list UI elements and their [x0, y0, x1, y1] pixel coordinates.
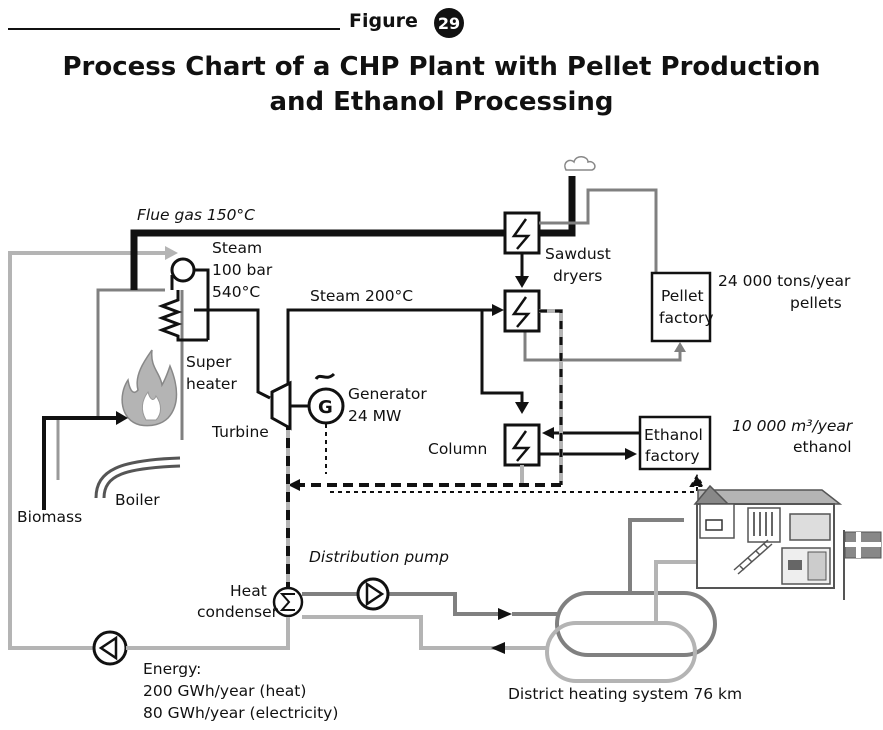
district-heating-label: District heating system 76 km: [508, 685, 742, 703]
turbine-icon: [270, 380, 308, 431]
ethanol-factory-box: [638, 415, 712, 471]
dryer-transfer-arrow: [515, 253, 529, 288]
boiler-label: Boiler: [115, 491, 160, 509]
heat-condenser-label-1: Heat: [230, 582, 267, 600]
column-heat-exchanger: [503, 423, 541, 467]
header-rule: [8, 28, 340, 30]
flame-icon: [121, 349, 178, 427]
distribution-pump-icon: [356, 577, 390, 611]
boiler-drum: [170, 257, 210, 340]
ac-wave-icon: [314, 372, 336, 380]
biomass-label: Biomass: [17, 508, 82, 526]
sawdust-dryers-label-1: Sawdust: [545, 245, 611, 263]
generator-label-2: 24 MW: [348, 407, 401, 425]
condensate-main-line: [286, 420, 561, 592]
generator-icon: G: [307, 372, 345, 425]
electricity-line: [325, 424, 705, 493]
steam-200-label: Steam 200°C: [310, 287, 413, 305]
supply-line: [302, 592, 557, 620]
sawdust-dryers-label-2: dryers: [553, 267, 602, 285]
return-to-condenser-line: [126, 617, 290, 650]
energy-label-3: 80 GWh/year (electricity): [143, 704, 338, 722]
ethanol-flow-lines: [539, 427, 640, 460]
steam-label-3: 540°C: [212, 283, 260, 301]
page-title: Process Chart of a CHP Plant with Pellet…: [0, 50, 883, 120]
return-pump-icon: [92, 630, 128, 666]
boiler-grate: [94, 456, 181, 499]
steam-label-2: 100 bar: [212, 261, 273, 279]
turbine-label: Turbine: [211, 423, 269, 441]
condensate-return-lines: [520, 309, 563, 485]
sawdust-dryer-upper: [503, 211, 541, 255]
steam-label-1: Steam: [212, 239, 262, 257]
energy-label-2: 200 GWh/year (heat): [143, 682, 306, 700]
figure-label: Figure: [349, 10, 418, 32]
biomass-feed-line: [42, 411, 128, 510]
title-line-2: and Ethanol Processing: [269, 87, 614, 117]
return-water-loop: [8, 246, 178, 650]
chimney-smoke-icon: [564, 156, 596, 171]
ethanol-factory-label-1: Ethanol: [644, 426, 703, 444]
pellets-output-label-2: pellets: [790, 294, 842, 312]
ethanol-output-label-2: ethanol: [793, 438, 852, 456]
pellet-factory-box: [650, 271, 712, 343]
superheater-coil: [157, 290, 271, 400]
sawdust-dryer-lower: [503, 289, 541, 333]
flue-gas-label: Flue gas 150°C: [137, 206, 255, 224]
steam-200-line: [286, 304, 529, 414]
district-heating-loops: [545, 518, 717, 683]
heat-condenser-icon: [272, 586, 304, 618]
return-line: [302, 615, 548, 654]
title-line-1: Process Chart of a CHP Plant with Pellet…: [62, 52, 821, 82]
distribution-pump-label: Distribution pump: [309, 548, 449, 566]
pellets-output-label-1: 24 000 tons/year: [718, 272, 851, 290]
pellet-factory-label-1: Pellet: [661, 287, 704, 305]
figure-number-badge: 29: [434, 8, 464, 38]
ethanol-output-label-1: 10 000 m³/year: [732, 417, 854, 435]
generator-label-1: Generator: [348, 385, 427, 403]
energy-label-1: Energy:: [143, 660, 201, 678]
danish-flag-icon: [843, 530, 882, 600]
flue-gas-line: [130, 176, 576, 290]
super-heater-label-1: Super: [186, 353, 232, 371]
heat-condenser-label-2: condenser: [197, 603, 279, 621]
generator-symbol: G: [318, 397, 333, 418]
pellet-factory-label-2: factory: [659, 309, 714, 327]
column-label: Column: [428, 440, 487, 458]
house-icon: [693, 484, 843, 589]
ethanol-factory-label-2: factory: [645, 447, 700, 465]
super-heater-label-2: heater: [186, 375, 237, 393]
